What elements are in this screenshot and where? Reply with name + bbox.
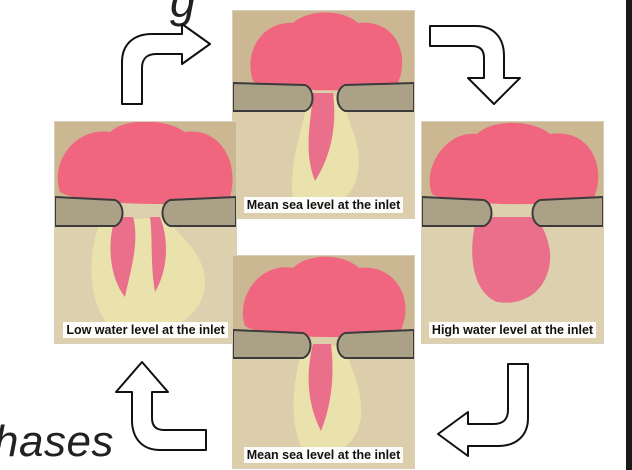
curved-arrow-left-icon	[436, 362, 532, 458]
curved-arrow-up-icon	[112, 358, 208, 454]
curved-arrow-down-icon	[428, 22, 524, 106]
slide-edge-border	[626, 0, 632, 470]
photo-high-water-level: High water level at the inlet	[422, 122, 603, 343]
inlet-photo-graphic	[233, 11, 414, 218]
photo-caption: Low water level at the inlet	[55, 323, 236, 337]
inlet-photo-graphic	[422, 122, 603, 343]
inlet-photo-graphic	[55, 122, 236, 343]
photo-caption: Mean sea level at the inlet	[233, 198, 414, 212]
inlet-photo-graphic	[233, 256, 414, 468]
slide-title-fragment: g	[170, 0, 196, 24]
photo-low-water-level: Low water level at the inlet	[55, 122, 236, 343]
phases-label: hases	[0, 420, 114, 464]
photo-caption: High water level at the inlet	[422, 323, 603, 337]
photo-mean-sea-level-bottom: Mean sea level at the inlet	[233, 256, 414, 468]
photo-mean-sea-level-top: Mean sea level at the inlet	[233, 11, 414, 218]
curved-arrow-right-icon	[118, 22, 214, 106]
photo-caption: Mean sea level at the inlet	[233, 448, 414, 462]
